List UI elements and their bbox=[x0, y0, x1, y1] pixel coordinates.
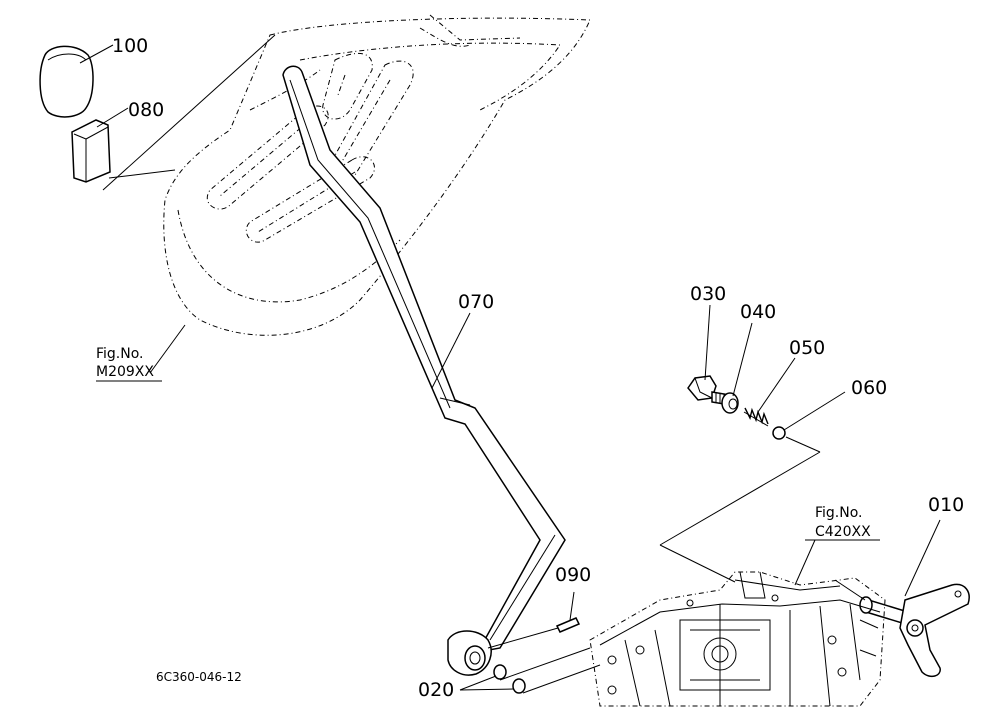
knob-part bbox=[39, 45, 94, 118]
fig-ref-fender-line2: M209XX bbox=[96, 364, 154, 380]
callout-060: 060 bbox=[851, 377, 887, 399]
fig-ref-housing-line2: C420XX bbox=[815, 524, 871, 540]
detent-washer-part bbox=[721, 392, 739, 414]
fork-shaft-part bbox=[859, 583, 970, 678]
oring-parts bbox=[493, 664, 526, 694]
leader-lines bbox=[79, 34, 941, 694]
fender-outline bbox=[163, 14, 591, 336]
fig-ref-housing-line1: Fig.No. bbox=[815, 505, 863, 521]
detent-ball-part bbox=[772, 426, 786, 440]
sleeve-part bbox=[71, 119, 111, 183]
callout-070: 070 bbox=[458, 291, 494, 313]
callout-080: 080 bbox=[128, 99, 164, 121]
pin-part bbox=[555, 617, 581, 633]
callout-020: 020 bbox=[418, 679, 454, 701]
callout-090: 090 bbox=[555, 564, 591, 586]
callout-030: 030 bbox=[690, 283, 726, 305]
fig-ref-fender-line1: Fig.No. bbox=[96, 346, 144, 362]
callout-050: 050 bbox=[789, 337, 825, 359]
lever-part bbox=[282, 65, 566, 676]
callout-010: 010 bbox=[928, 494, 964, 516]
housing-outline bbox=[589, 571, 886, 707]
callout-040: 040 bbox=[740, 301, 776, 323]
callout-100: 100 bbox=[112, 35, 148, 57]
detent-spring-part bbox=[743, 407, 769, 427]
drawing-code: 6C360-046-12 bbox=[156, 670, 242, 684]
